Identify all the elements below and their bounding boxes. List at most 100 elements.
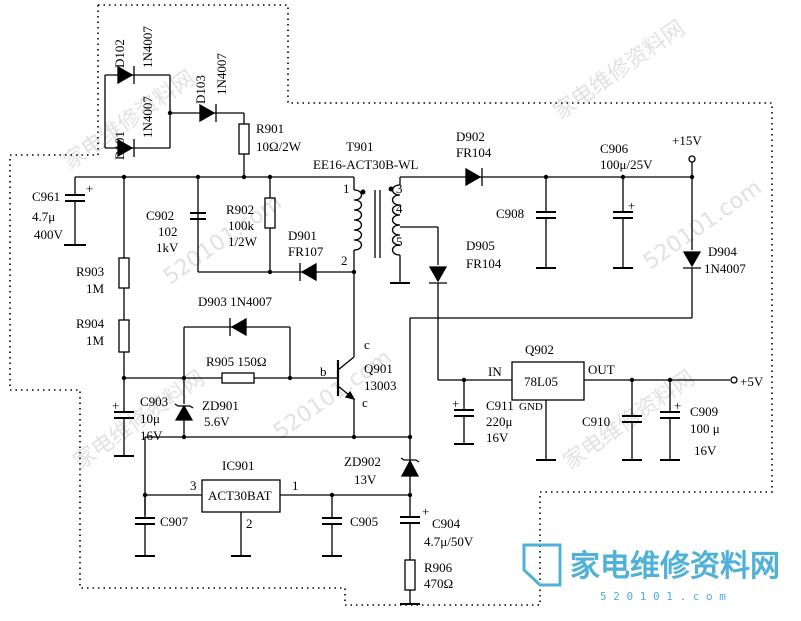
isolation-boundary [9,4,773,606]
d904-part: 1N4007 [704,261,746,276]
svg-text:+: + [86,181,93,196]
c908-label: C908 [496,206,524,221]
capacitor-c902 [190,212,206,220]
r902-label: R902 [226,202,254,217]
r903-label: R903 [76,264,104,279]
svg-text:+: + [112,398,119,413]
d102-label: D102 [112,39,127,68]
ic901-pin2: 2 [246,516,253,531]
zd902-value: 13V [354,472,377,487]
regulator-q902 [511,361,585,401]
t901-pin3: 3 [396,181,403,196]
site-logo-watermark: 家电维修资料网 5 2 0 1 0 1 . c o m [522,543,780,603]
diode-d905 [428,266,448,284]
transformer-t901 [353,177,401,272]
diode-d101 [105,138,170,158]
d101-part: 1N4007 [140,96,155,138]
d103-part: 1N4007 [214,53,229,95]
d903-label: D903 1N4007 [198,294,273,309]
plus15v-label: +15V [672,133,702,148]
zd901-value: 5.6V [204,414,230,429]
q901-part: 13003 [364,378,397,393]
capacitor-c905 [322,495,342,557]
d902-label: D902 [456,129,485,144]
r906-label: R906 [424,560,453,575]
svg-text:+: + [452,396,459,411]
c911-value2: 16V [486,430,509,445]
svg-text:+: + [422,504,429,519]
plus5v-label: +5V [740,374,764,389]
resistor-r905 [221,372,255,384]
q901-label: Q901 [364,361,393,376]
resistor-r903 [118,257,130,289]
q902-in: IN [488,364,502,379]
c911-label: C911 [486,398,514,413]
ic901-pin3: 3 [190,478,197,493]
c903-value2: 16V [140,428,163,443]
diode-d903 [229,317,247,337]
logo-icon [522,543,562,587]
c961-label: C961 [32,189,60,204]
r901-label: R901 [256,121,284,136]
t901-part: EE16-ACT30B-WL [313,157,418,172]
c909-label: C909 [690,404,718,419]
q902-gnd: GND [519,401,543,413]
c902-value2: 1kV [156,240,179,255]
r905-label: R905 150Ω [206,354,267,369]
d901-label: D901 [288,228,317,243]
t901-label: T901 [346,139,373,154]
c909-value2: 16V [694,443,717,458]
t901-pin5: 5 [396,234,403,249]
q902-part: 78L05 [524,374,558,389]
d904-label: D904 [708,244,737,259]
diode-d102 [105,65,170,85]
d905-part: FR104 [466,256,502,271]
r906-value: 470Ω [424,576,453,591]
q902-out: OUT [588,362,615,377]
diode-d902 [465,167,483,187]
resistor-r906 [404,559,416,591]
c902-value1: 102 [158,224,178,239]
r902-value1: 100k [228,218,255,233]
c903-label: C903 [140,394,168,409]
zener-zd902 [400,457,420,477]
zd902-label: ZD902 [344,454,381,469]
svg-text:520101.com: 520101.com [639,175,766,275]
r904-label: R904 [76,316,105,331]
d101-label: D101 [112,131,127,160]
q901-base: b [320,364,327,379]
c961-value2: 400V [34,227,64,242]
c910-label: C910 [582,414,610,429]
capacitor-c961: + [64,177,93,246]
transistor-q901 [336,356,356,401]
diode-d103 [196,103,244,123]
d905-label: D905 [466,238,495,253]
t901-pin1: 1 [343,181,350,196]
r901-value: 10Ω/2W [256,139,302,154]
svg-text:+: + [674,398,681,413]
capacitor-c910 [622,380,642,461]
q902-label: Q902 [525,342,554,357]
capacitor-c908 [536,177,556,269]
resistor-r901 [238,123,250,155]
ic901-part: ACT30BAT [208,488,272,503]
capacitor-c904: + [400,504,429,524]
c906-value: 100μ/25V [600,157,653,172]
ic901-label: IC901 [222,458,255,473]
c903-value1: 10μ [140,411,160,426]
capacitor-c907 [135,495,155,557]
c905-label: C905 [350,514,378,529]
t901-pin2: 2 [341,253,348,268]
svg-text:家电维修资料网: 家电维修资料网 [549,16,690,125]
c909-value1: 100 μ [690,421,720,436]
d901-part: FR107 [288,244,324,259]
capacitor-c911: + [452,380,474,445]
diode-d901 [299,262,317,282]
r904-value: 1M [86,333,105,348]
svg-text:家电维修资料网: 家电维修资料网 [59,66,200,175]
junction-dots [121,110,695,498]
capacitor-c909: + [660,380,681,461]
diode-d904 [682,251,702,269]
